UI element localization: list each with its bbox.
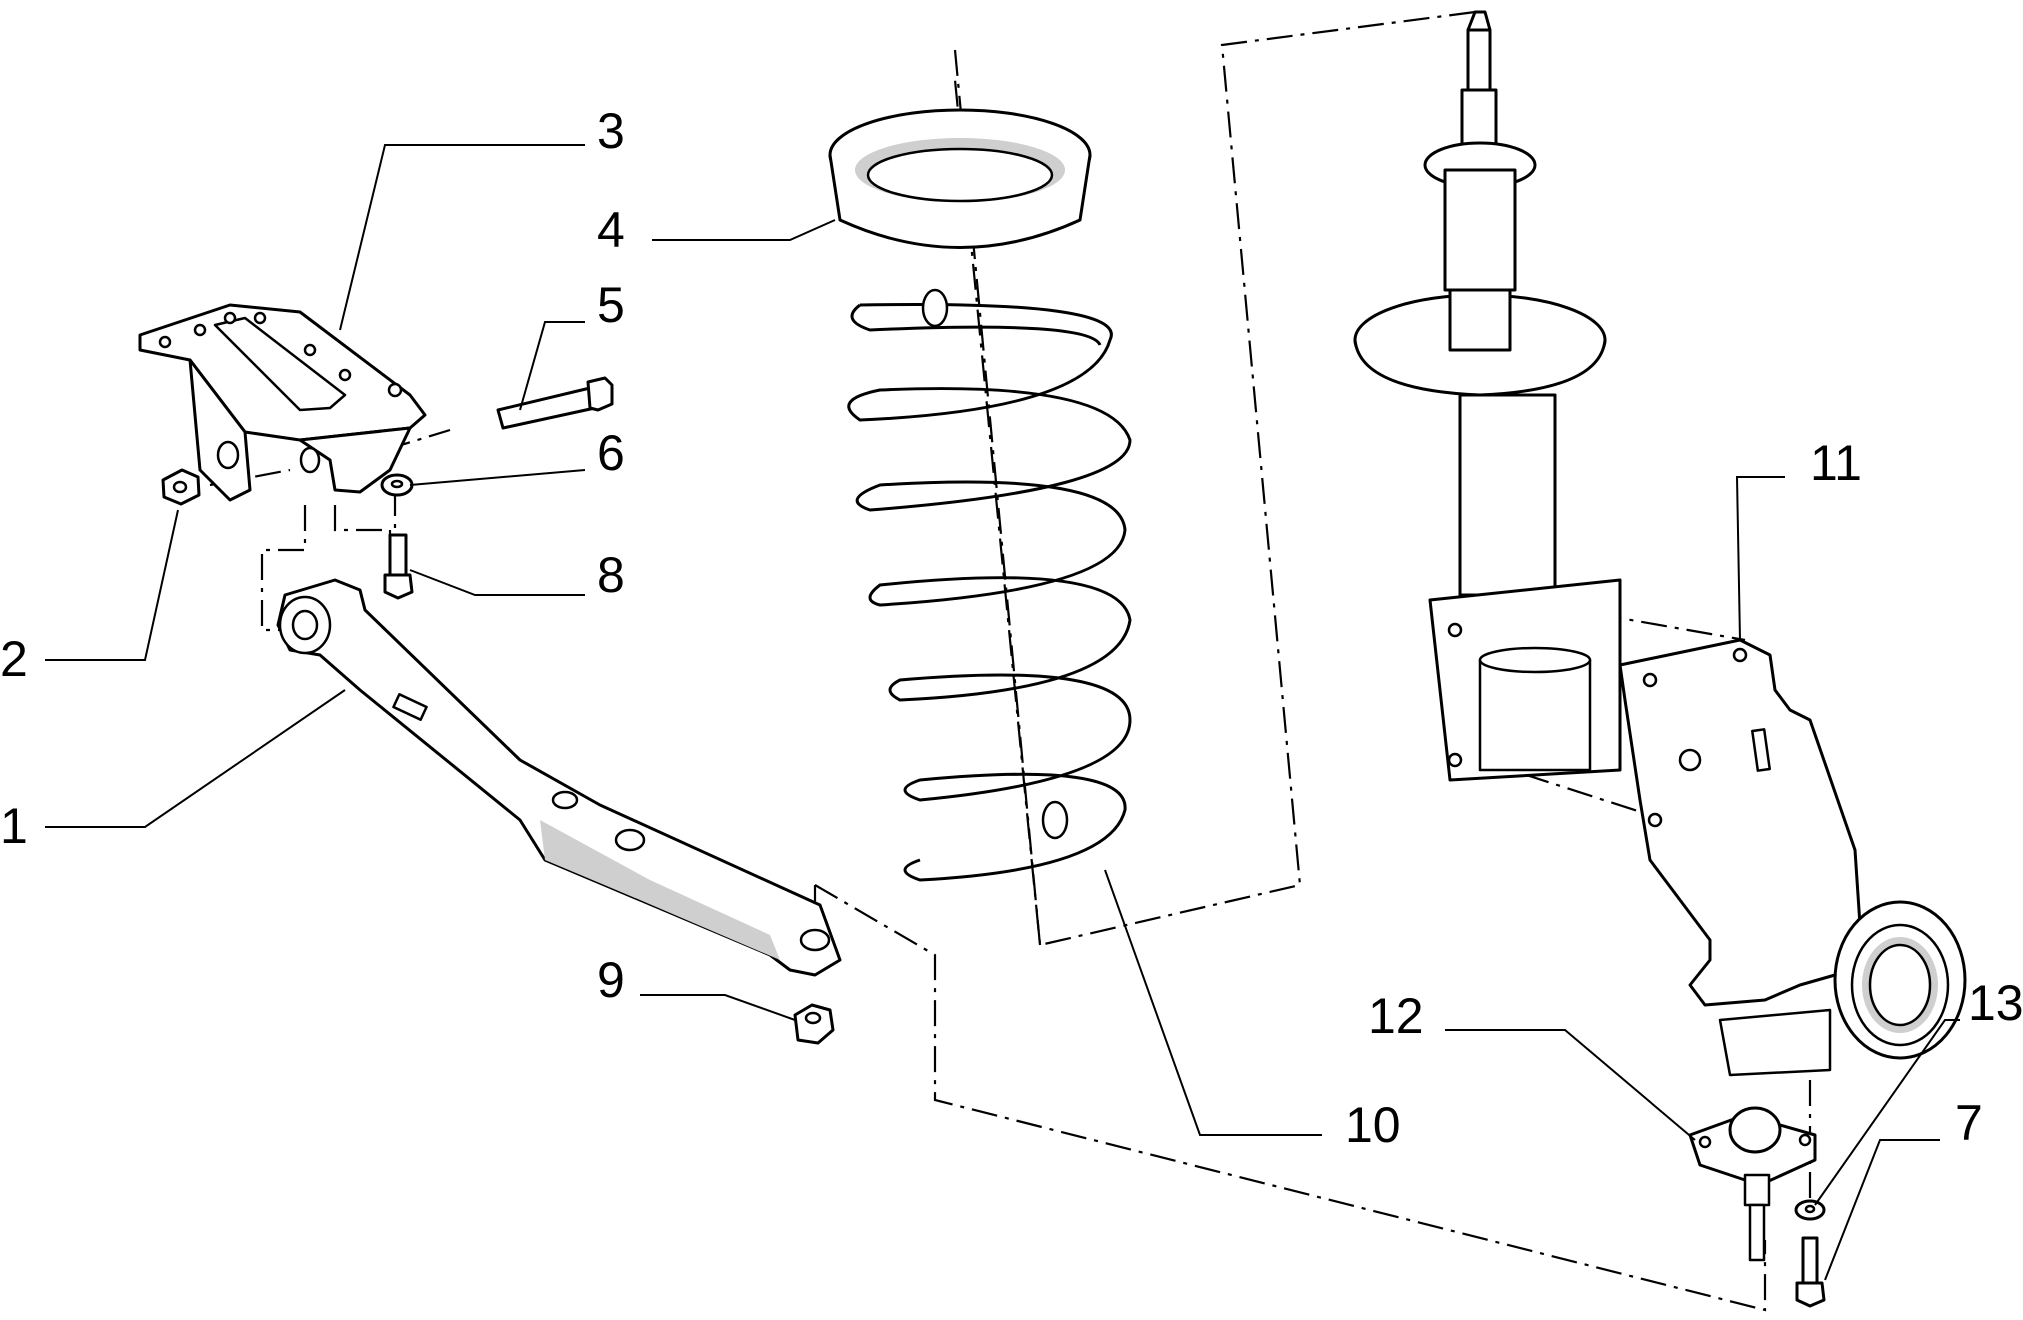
bolt-5 xyxy=(496,376,614,430)
callout-labels: 1 2 3 4 5 6 7 8 9 10 11 12 13 xyxy=(0,103,2023,1153)
washer-6 xyxy=(380,473,414,497)
callout-7: 7 xyxy=(1955,1095,1983,1151)
callout-2: 2 xyxy=(0,631,28,687)
callout-1: 1 xyxy=(0,798,28,854)
callout-12: 12 xyxy=(1368,988,1424,1044)
callout-4: 4 xyxy=(597,202,625,258)
callout-10: 10 xyxy=(1345,1097,1401,1153)
nut-2 xyxy=(161,468,201,506)
callout-9: 9 xyxy=(597,952,625,1008)
callout-6: 6 xyxy=(597,425,625,481)
callout-3: 3 xyxy=(597,103,625,159)
bolt-7 xyxy=(1795,1236,1826,1308)
control-arm xyxy=(276,578,842,977)
shock-absorber xyxy=(1353,10,1622,782)
nut-9 xyxy=(793,1003,835,1045)
bolt-8 xyxy=(383,533,414,600)
steering-knuckle xyxy=(1618,638,1967,1077)
callout-5: 5 xyxy=(597,277,625,333)
leader-lines xyxy=(45,144,1960,1281)
mounting-bracket xyxy=(138,303,427,502)
coil-spring xyxy=(847,288,1132,882)
callout-13: 13 xyxy=(1968,975,2023,1031)
callout-11: 11 xyxy=(1810,435,1862,491)
spring-upper-seat xyxy=(828,108,1092,249)
ball-joint xyxy=(1688,1106,1817,1262)
callout-8: 8 xyxy=(597,547,625,603)
washer-13 xyxy=(1794,1199,1826,1221)
